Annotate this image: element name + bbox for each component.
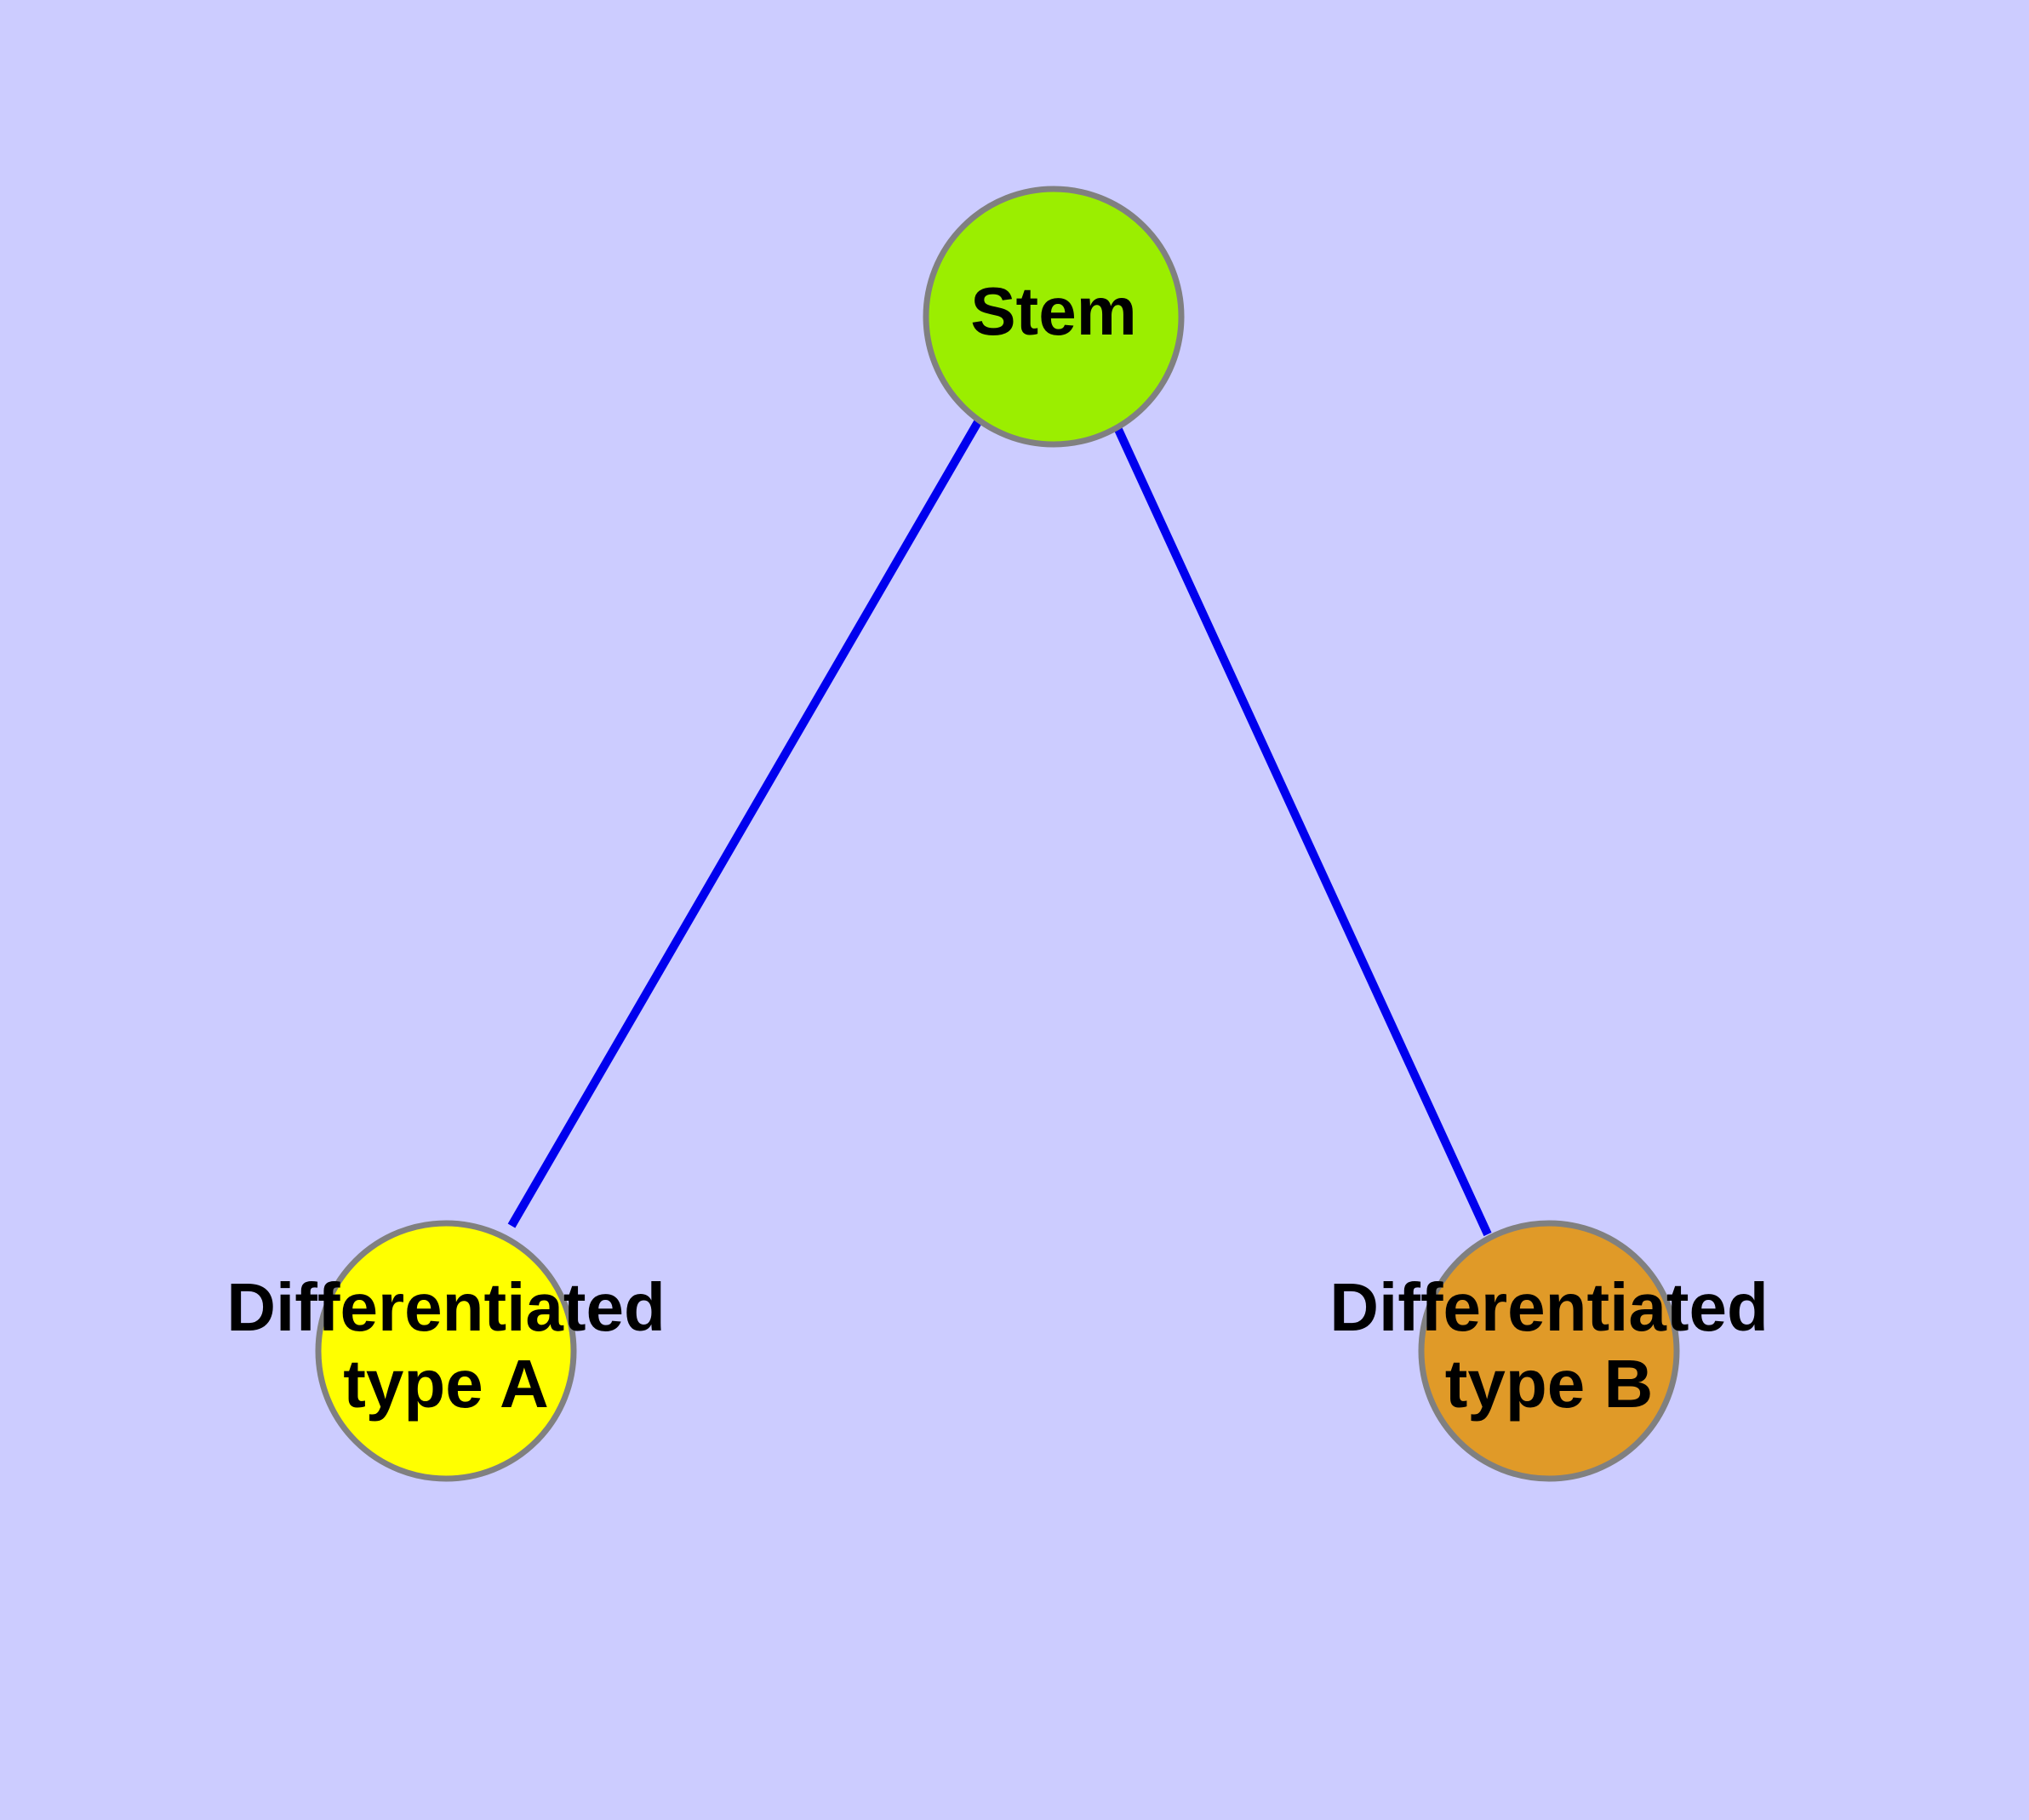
node-stem-circle[interactable] bbox=[923, 186, 1185, 448]
edge-stem-to-differentiated-type-b[interactable] bbox=[1112, 421, 1492, 1237]
edge-stem-to-differentiated-type-a[interactable] bbox=[507, 418, 983, 1228]
node-stem-label: Stem bbox=[970, 273, 1137, 349]
node-label-line: type B bbox=[1445, 1346, 1654, 1422]
node-differentiated-type-a-circle[interactable] bbox=[315, 1220, 577, 1482]
nodes-layer bbox=[315, 186, 1680, 1482]
node-label-line: type A bbox=[343, 1346, 549, 1422]
node-label-line: Differentiated bbox=[226, 1269, 666, 1345]
edges-layer bbox=[507, 418, 1492, 1237]
node-label-line: Stem bbox=[970, 273, 1137, 349]
node-label-line: Differentiated bbox=[1329, 1269, 1769, 1345]
node-differentiated-type-b-circle[interactable] bbox=[1418, 1220, 1680, 1482]
